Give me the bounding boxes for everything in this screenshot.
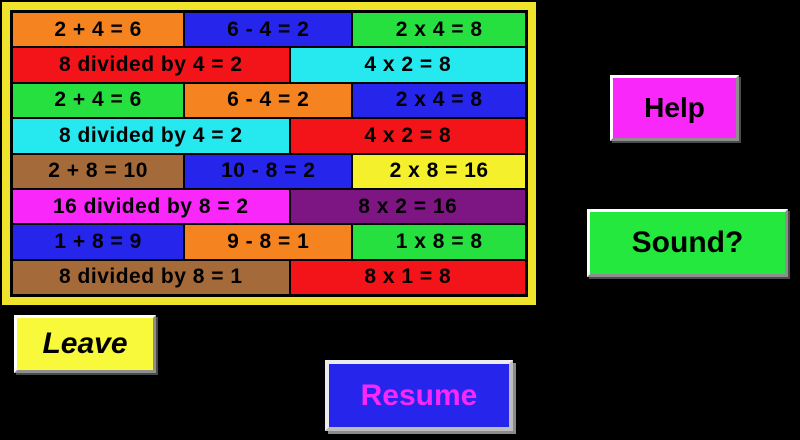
help-button[interactable]: Help [610, 75, 739, 141]
sound-toggle-button[interactable]: Sound? [587, 209, 788, 277]
equation-cell[interactable]: 8 divided by 4 = 2 [12, 118, 290, 154]
resume-button[interactable]: Resume [325, 360, 513, 431]
help-button-label: Help [644, 92, 705, 123]
equation-cell[interactable]: 2 + 8 = 10 [12, 153, 185, 189]
leave-button-label: Leave [42, 327, 128, 360]
equation-cell[interactable]: 2 + 4 = 6 [12, 82, 185, 119]
equation-cell[interactable]: 16 divided by 8 = 2 [12, 188, 290, 225]
equation-cell[interactable]: 2 x 8 = 16 [352, 153, 526, 189]
equation-cell[interactable]: 10 - 8 = 2 [184, 153, 353, 189]
equation-cell[interactable]: 2 + 4 = 6 [12, 12, 185, 48]
equation-cell[interactable]: 6 - 4 = 2 [184, 82, 353, 119]
resume-button-label: Resume [360, 378, 478, 412]
equation-cell[interactable]: 4 x 2 = 8 [289, 118, 526, 154]
equation-cell[interactable]: 1 + 8 = 9 [12, 224, 185, 260]
equation-cell[interactable]: 4 x 2 = 8 [289, 47, 526, 83]
equation-cell[interactable]: 1 x 8 = 8 [352, 224, 526, 260]
equation-cell[interactable]: 6 - 4 = 2 [184, 12, 353, 48]
equation-cell[interactable]: 8 x 2 = 16 [289, 188, 526, 225]
equation-cell[interactable]: 2 x 4 = 8 [352, 12, 526, 48]
equation-cell[interactable]: 9 - 8 = 1 [184, 224, 353, 260]
sound-toggle-label: Sound? [631, 226, 744, 259]
equation-cell[interactable]: 2 x 4 = 8 [352, 82, 526, 119]
equation-cell[interactable]: 8 divided by 8 = 1 [12, 259, 290, 295]
leave-button[interactable]: Leave [14, 315, 156, 373]
equation-cell[interactable]: 8 x 1 = 8 [289, 259, 526, 295]
equation-cell[interactable]: 8 divided by 4 = 2 [12, 47, 290, 83]
